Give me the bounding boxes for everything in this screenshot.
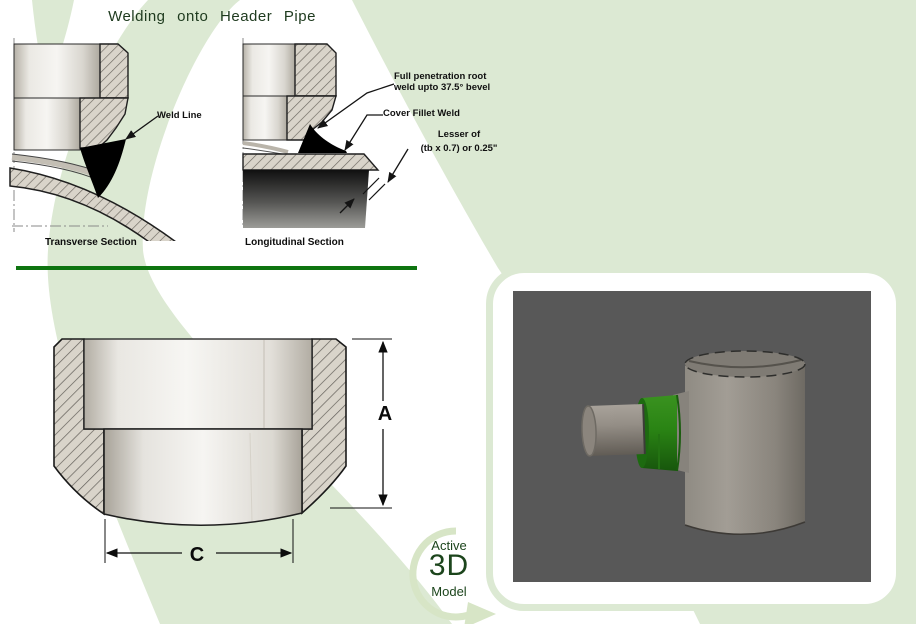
badge-word-active: Active <box>431 538 467 553</box>
circular-arrow-icon <box>409 527 496 624</box>
annotation-lesser-of-line1: Lesser of <box>437 129 481 140</box>
longitudinal-section-drawing <box>242 38 409 228</box>
annotation-root-weld: Full penetration root weld upto 37.5° be… <box>394 71 518 93</box>
badge-word-3d: 3D <box>428 549 470 582</box>
annotation-lesser-of-line2: (tb x 0.7) or 0.25" <box>420 143 498 154</box>
active-3d-model-badge[interactable]: Active 3D Model <box>398 522 508 624</box>
transverse-section-drawing <box>9 38 176 241</box>
fitting-front-view-drawing <box>53 338 392 563</box>
caption-transverse-section: Transverse Section <box>45 237 137 248</box>
3d-model-viewport[interactable] <box>513 291 871 582</box>
annotation-cover-fillet: Cover Fillet Weld <box>383 108 460 119</box>
green-divider-line <box>16 266 417 270</box>
3d-tee-fitting-render <box>513 291 871 582</box>
annotation-root-weld-line2: weld upto 37.5° bevel <box>394 82 491 93</box>
caption-longitudinal-section: Longitudinal Section <box>245 237 344 248</box>
dimension-a-label: A <box>377 403 393 425</box>
dimension-c-label: C <box>189 544 205 566</box>
badge-word-model: Model <box>431 584 467 599</box>
page-title: Welding onto Header Pipe <box>108 8 316 25</box>
weld-line-label: Weld Line <box>157 110 202 121</box>
annotation-root-weld-line1: Full penetration root <box>394 71 487 82</box>
